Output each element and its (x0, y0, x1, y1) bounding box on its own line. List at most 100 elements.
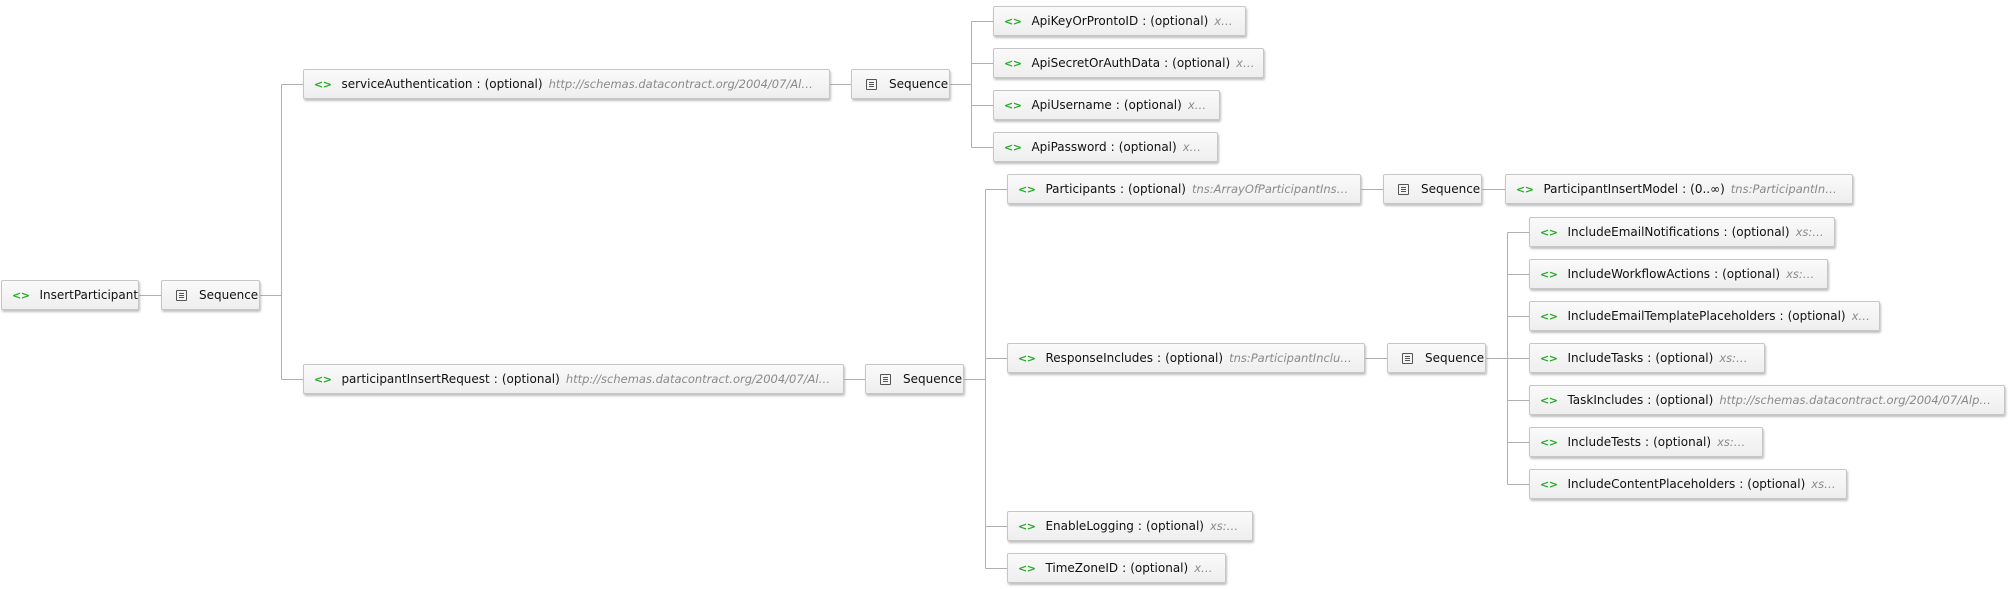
element-icon: <> (1540, 225, 1558, 239)
occurrence-label: (optional) (1787, 309, 1846, 323)
occurrence-label: (optional) (1150, 14, 1209, 28)
element-name: ApiSecretOrAuthData (1031, 56, 1161, 70)
element-icon: <> (1018, 561, 1036, 575)
element-node-taskincludes[interactable]: <> TaskIncludes : (optional) http://sche… (1529, 385, 2005, 415)
sequence-label: Sequence (199, 288, 259, 302)
sequence-label: Sequence (889, 77, 949, 91)
separator: : (1164, 56, 1169, 70)
type-label: tns:ParticipantInsertModel (1730, 182, 1842, 196)
element-node-participantinsertmodel[interactable]: <> ParticipantInsertModel : (0..∞) tns:P… (1505, 174, 1853, 204)
element-name: serviceAuthentication (341, 77, 473, 91)
element-name: ApiUsername (1031, 98, 1112, 112)
element-node-includeworkflowactions[interactable]: <> IncludeWorkflowActions : (optional) x… (1529, 259, 1828, 289)
element-name: IncludeTests (1567, 435, 1642, 449)
occurrence-label: (optional) (1127, 182, 1186, 196)
occurrence-label: (optional) (1722, 267, 1781, 281)
type-label: http://schemas.datacontract.org/2004/07/… (548, 77, 819, 91)
separator: : (1110, 140, 1115, 154)
element-name: EnableLogging (1045, 519, 1134, 533)
sequence-node-serviceauthentication[interactable]: Sequence (851, 69, 950, 99)
separator: : (1645, 435, 1650, 449)
element-icon: <> (1018, 182, 1036, 196)
sequence-label: Sequence (1421, 182, 1481, 196)
occurrence-label: (optional) (1655, 393, 1714, 407)
type-label: xs:string (1187, 98, 1209, 112)
element-node-serviceauthentication[interactable]: <> serviceAuthentication : (optional) ht… (303, 69, 830, 99)
type-label: xs:string (1214, 14, 1235, 28)
separator: : (1739, 477, 1744, 491)
element-name: ApiKeyOrProntoID (1031, 14, 1139, 28)
element-node-responseincludes[interactable]: <> ResponseIncludes : (optional) tns:Par… (1007, 343, 1365, 373)
element-node-includetests[interactable]: <> IncludeTests : (optional) xs:boolean (1529, 427, 1763, 457)
element-node-apiusername[interactable]: <> ApiUsername : (optional) xs:string (993, 90, 1220, 120)
element-node-participantinsertrequest[interactable]: <> participantInsertRequest : (optional)… (303, 364, 844, 394)
sequence-node-root[interactable]: Sequence (161, 280, 260, 310)
element-name: TaskIncludes (1567, 393, 1644, 407)
separator: : (1137, 519, 1142, 533)
element-icon: <> (1540, 393, 1558, 407)
type-label: xs:boolean (1795, 225, 1824, 239)
element-icon: <> (1018, 519, 1036, 533)
element-icon: <> (314, 372, 332, 386)
element-icon: <> (1540, 351, 1558, 365)
element-node-insertparticipants[interactable]: <> InsertParticipants (1, 280, 139, 310)
element-name: IncludeEmailNotifications (1567, 225, 1720, 239)
occurrence-label: (optional) (1731, 225, 1790, 239)
element-name: ParticipantInsertModel (1543, 182, 1679, 196)
type-label: http://schemas.datacontract.org/2004/07/… (565, 372, 833, 386)
element-icon: <> (12, 288, 30, 302)
element-icon: <> (1004, 140, 1022, 154)
type-label: xs:boolean (1811, 477, 1836, 491)
sequence-node-participantinsertrequest[interactable]: Sequence (865, 364, 964, 394)
separator: : (1122, 561, 1127, 575)
sequence-label: Sequence (903, 372, 963, 386)
element-node-enablelogging[interactable]: <> EnableLogging : (optional) xs:boolean (1007, 511, 1253, 541)
element-node-includecontentplaceholders[interactable]: <> IncludeContentPlaceholders : (optiona… (1529, 469, 1847, 499)
occurrence-label: (optional) (1653, 435, 1712, 449)
element-node-includeemailnotifications[interactable]: <> IncludeEmailNotifications : (optional… (1529, 217, 1835, 247)
occurrence-label: (optional) (1123, 98, 1182, 112)
type-label: tns:ParticipantIncludesModel (1229, 351, 1354, 365)
element-name: Participants (1045, 182, 1116, 196)
element-icon: <> (1540, 477, 1558, 491)
element-name: IncludeTasks (1567, 351, 1644, 365)
element-node-timezoneid[interactable]: <> TimeZoneID : (optional) xs:string (1007, 553, 1226, 583)
type-label: tns:ArrayOfParticipantInsertModel (1191, 182, 1350, 196)
sequence-icon (1402, 352, 1413, 364)
separator: : (476, 77, 481, 91)
separator: : (1723, 225, 1728, 239)
occurrence-label: (optional) (1655, 351, 1714, 365)
sequence-node-responseincludes[interactable]: Sequence (1387, 343, 1486, 373)
element-icon: <> (1516, 182, 1534, 196)
separator: : (1115, 98, 1120, 112)
element-node-includeemailtemplateplaceholders[interactable]: <> IncludeEmailTemplatePlaceholders : (o… (1529, 301, 1880, 331)
element-node-participants[interactable]: <> Participants : (optional) tns:ArrayOf… (1007, 174, 1361, 204)
occurrence-label: (optional) (1118, 140, 1177, 154)
element-icon: <> (1004, 98, 1022, 112)
sequence-node-participants[interactable]: Sequence (1383, 174, 1482, 204)
element-icon: <> (1540, 309, 1558, 323)
element-name: TimeZoneID (1045, 561, 1119, 575)
type-label: xs:boolean (1717, 435, 1752, 449)
sequence-icon (1398, 183, 1409, 195)
occurrence-label: (optional) (1145, 519, 1204, 533)
element-icon: <> (1540, 267, 1558, 281)
element-icon: <> (1004, 56, 1022, 70)
element-name: ResponseIncludes (1045, 351, 1154, 365)
occurrence-label: (0..∞) (1690, 182, 1725, 196)
type-label: xs:boolean (1851, 309, 1869, 323)
type-label: xs:string (1182, 140, 1207, 154)
element-node-apikeyorprontoid[interactable]: <> ApiKeyOrProntoID : (optional) xs:stri… (993, 6, 1246, 36)
sequence-icon (866, 78, 877, 90)
element-node-apipassword[interactable]: <> ApiPassword : (optional) xs:string (993, 132, 1218, 162)
element-node-includetasks[interactable]: <> IncludeTasks : (optional) xs:boolean (1529, 343, 1765, 373)
element-node-apisecretorauthdata[interactable]: <> ApiSecretOrAuthData : (optional) xs:s… (993, 48, 1264, 78)
element-name: IncludeContentPlaceholders (1567, 477, 1736, 491)
element-name: IncludeWorkflowActions (1567, 267, 1711, 281)
type-label: http://schemas.datacontract.org/2004/07/… (1719, 393, 1994, 407)
occurrence-label: (optional) (484, 77, 543, 91)
separator: : (1119, 182, 1124, 196)
separator: : (1779, 309, 1784, 323)
occurrence-label: (optional) (501, 372, 560, 386)
element-icon: <> (314, 77, 332, 91)
